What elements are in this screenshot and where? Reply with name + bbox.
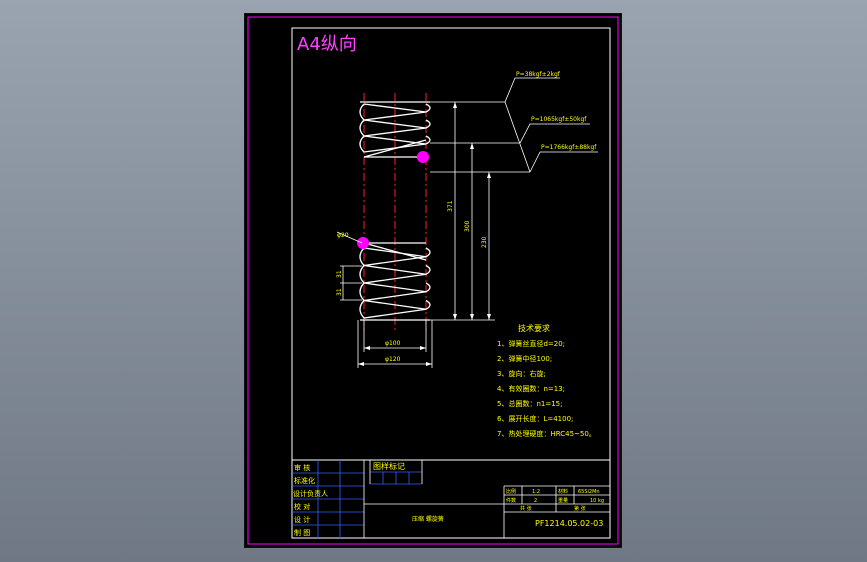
tech-requirement-item: 4、有效圈数：n=13; (497, 384, 565, 393)
height-dimension-arrows (453, 102, 491, 320)
diameter-dimension-lines (357, 320, 433, 368)
tb-label-check: 校 对 (294, 502, 310, 511)
tech-requirement-item: 7、热处理硬度：HRC45~50。 (497, 429, 596, 438)
pitch-a-label: 31 (336, 270, 343, 278)
outer-frame (247, 16, 619, 545)
tb-weight-label: 重量 (558, 497, 568, 504)
spring-coil (359, 103, 431, 121)
tb-scale-value: 1:2 (532, 489, 540, 495)
tech-requirement-item: 6、展开长度：L=4100; (497, 414, 573, 423)
spring-coil (359, 299, 431, 319)
spring-bottom-coils (359, 247, 431, 319)
height-300-label: 300 (464, 220, 471, 232)
tb-drawing-record: 图样标记 (373, 461, 405, 471)
height-371-label: 371 (447, 200, 454, 212)
tb-label-design-lead: 设计负责人 (293, 489, 328, 498)
load-p1-label: P=38kgf±2kgf (516, 71, 561, 78)
tb-material-label: 材料 (558, 488, 568, 495)
tech-requirement-item: 2、弹簧中径100; (497, 354, 552, 363)
wire-diameter-leader (336, 231, 363, 244)
spring-top-coils (359, 103, 431, 153)
tech-requirements-list: 1、弹簧丝直径d=20; 2、弹簧中径100; 3、旋向：右旋; 4、有效圈数：… (497, 339, 596, 438)
tech-requirement-item: 3、旋向：右旋; (497, 369, 546, 378)
tb-label-draw: 制 图 (294, 528, 310, 537)
mean-diameter-label: φ100 (385, 340, 401, 347)
tb-scale-label: 比例 (506, 488, 516, 495)
tb-drawing-number: PF1214.05.02-03 (535, 519, 603, 528)
tb-part-name: 压缩 螺旋簧 (412, 515, 444, 523)
spring-coil (359, 247, 431, 267)
pitch-b-label: 31 (336, 288, 343, 296)
wire-diameter-label: φ20 (337, 232, 349, 239)
title-block: 审 核 标准化 设计负责人 校 对 设 计 制 图 图样标记 压缩 螺旋簧 比例… (292, 459, 610, 538)
outer-diameter-label: φ120 (385, 356, 401, 363)
page-title: A4纵向 (297, 34, 357, 55)
inner-frame (291, 27, 611, 539)
tb-label-review: 审 核 (294, 463, 310, 472)
tech-requirement-item: 1、弹簧丝直径d=20; (497, 339, 565, 348)
spring-transition (360, 101, 430, 321)
wire-section-marker-bottom (357, 237, 369, 249)
tech-requirement-item: 5、总圈数：n1=15; (497, 399, 562, 408)
diameter-dimension-arrows (358, 346, 432, 366)
tb-qty-label: 件数 (506, 497, 516, 504)
wire-section-marker-top (417, 151, 429, 163)
tb-label-design: 设 计 (294, 515, 310, 524)
spring-coil (359, 264, 431, 284)
load-p3-label: P=1766kgf±88kgf (541, 144, 597, 151)
tech-requirements-heading: 技术要求 (518, 323, 550, 333)
tb-sheet-total: 共 张 (520, 505, 532, 512)
tb-sheet-number: 第 张 (574, 505, 586, 512)
tb-weight-value: 10 kg (590, 498, 604, 504)
tb-material-value: 65Si2Mn (578, 489, 600, 495)
height-230-label: 230 (481, 236, 488, 248)
load-leaders (504, 77, 598, 173)
spring-coil (359, 119, 431, 137)
load-p2-label: P=1065kgf±50kgf (531, 116, 587, 123)
pitch-dimension-lines (340, 265, 362, 301)
tb-label-standardization: 标准化 (294, 476, 315, 485)
height-dimension-lines (430, 101, 530, 321)
spring-coil (359, 282, 431, 302)
tb-qty-value: 2 (534, 498, 537, 504)
